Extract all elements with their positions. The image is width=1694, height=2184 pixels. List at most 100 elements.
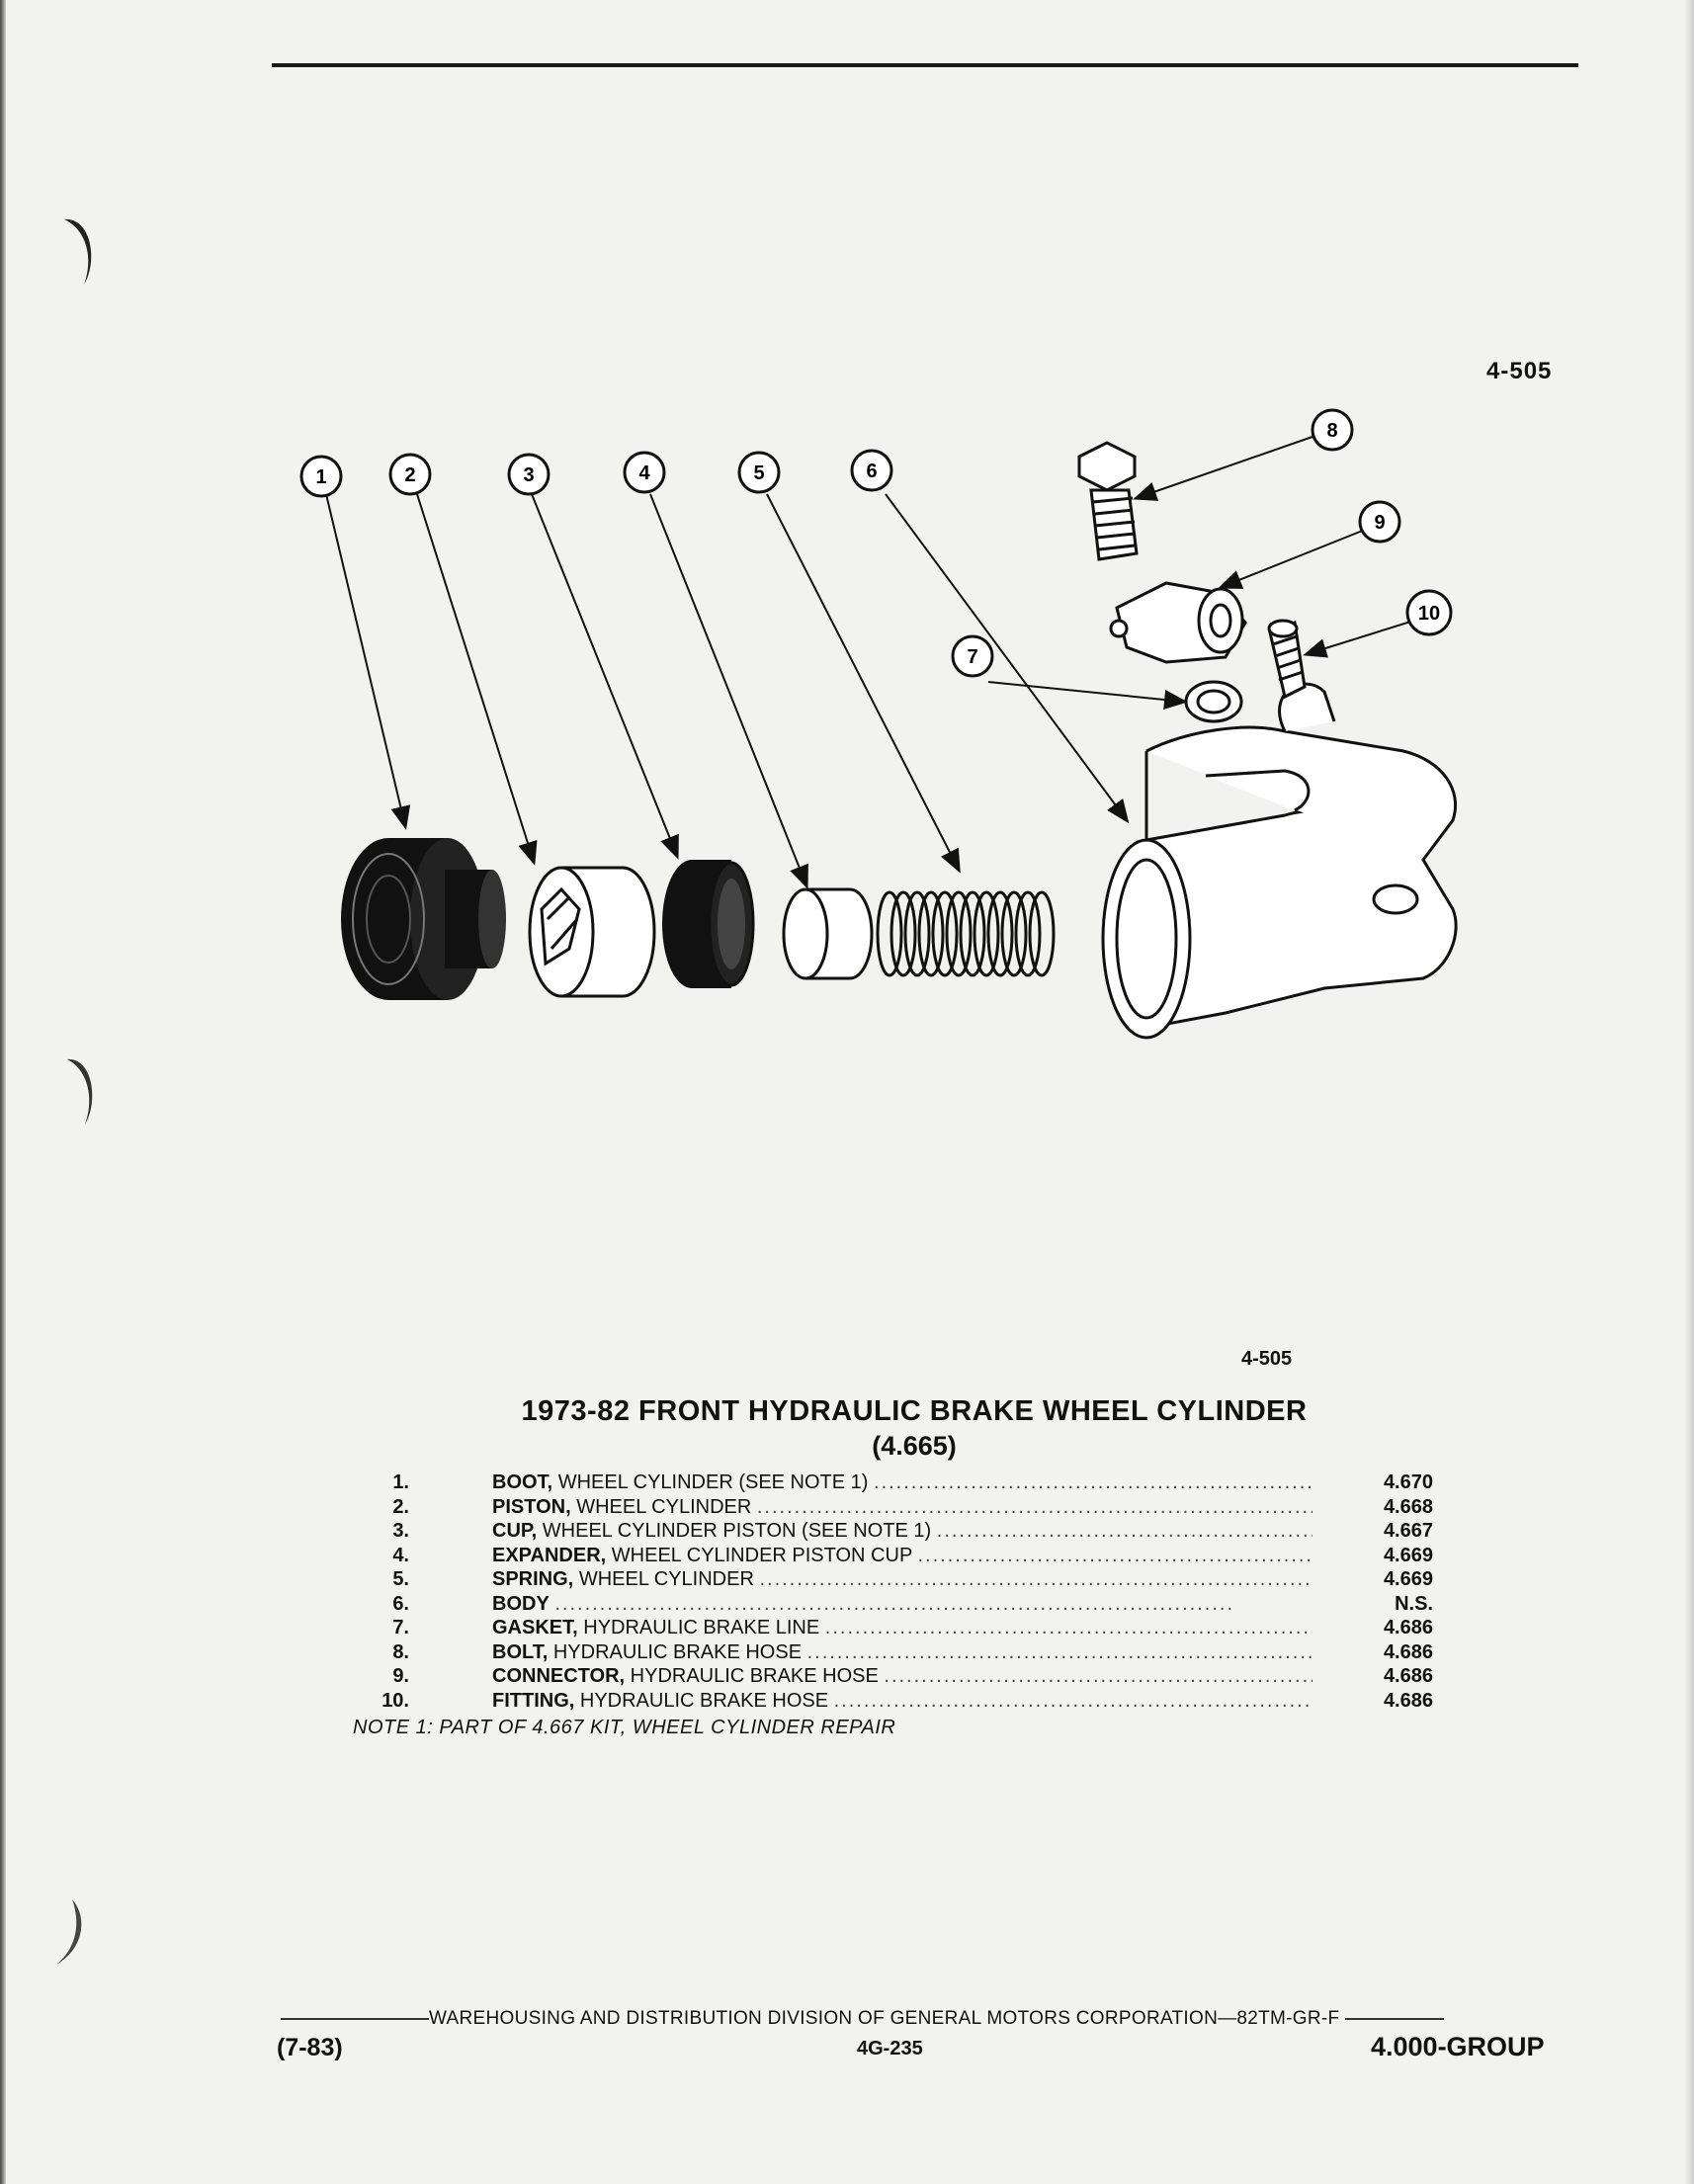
part-name: EXPANDER, — [492, 1544, 607, 1566]
svg-text:9: 9 — [1374, 512, 1385, 534]
binder-hole — [67, 1058, 93, 1125]
part-description: SPRING, WHEEL CYLINDER .................… — [492, 1568, 1313, 1590]
callout-5: 5 — [737, 451, 781, 494]
part-expander — [782, 887, 874, 980]
part-description: BOOT, WHEEL CYLINDER (SEE NOTE 1) ......… — [492, 1471, 1313, 1493]
footer-date: (7-83) — [277, 2034, 343, 2061]
callout-9: 9 — [1358, 500, 1401, 544]
part-code: 4.670 — [1383, 1471, 1433, 1493]
header-rule — [272, 63, 1578, 67]
part-name: GASKET, — [492, 1617, 578, 1638]
svg-text:10: 10 — [1418, 603, 1440, 625]
part-desc-text: WHEEL CYLINDER PISTON CUP — [611, 1544, 912, 1566]
part-name: PISTON, — [492, 1495, 571, 1518]
binder-hole — [64, 218, 92, 285]
part-description: BODY ...................................… — [492, 1592, 1235, 1615]
part-code: 4.686 — [1383, 1665, 1433, 1687]
part-code: 4.686 — [1383, 1640, 1433, 1663]
footer-page-number: 4G-235 — [857, 2038, 923, 2059]
parts-row: 5. SPRING, WHEEL CYLINDER ..............… — [336, 1567, 1433, 1592]
parts-row: 8. BOLT, HYDRAULIC BRAKE HOSE ..........… — [336, 1640, 1433, 1665]
part-desc-text: HYDRAULIC BRAKE HOSE — [630, 1665, 879, 1687]
part-name: SPRING, — [492, 1568, 574, 1590]
part-description: CONNECTOR, HYDRAULIC BRAKE HOSE ........… — [492, 1665, 1313, 1687]
part-number: 7. — [392, 1617, 409, 1638]
binder-hole — [56, 1899, 82, 1965]
footer-group: 4.000-GROUP — [1371, 2032, 1545, 2061]
svg-text:4: 4 — [638, 462, 650, 484]
part-bolt — [1077, 441, 1139, 561]
part-name: BODY — [492, 1592, 550, 1615]
part-desc-text: HYDRAULIC BRAKE HOSE — [552, 1640, 803, 1663]
callout-8: 8 — [1311, 408, 1354, 452]
parts-row: 6. BODY ................................… — [336, 1592, 1433, 1617]
figure-ref-top: 4-505 — [1486, 358, 1553, 384]
svg-text:7: 7 — [967, 646, 977, 668]
parts-row: 10. FITTING, HYDRAULIC BRAKE HOSE ......… — [336, 1689, 1433, 1714]
footer-dash-right — [1345, 2017, 1445, 2020]
repair-kit-note: NOTE 1: PART OF 4.667 KIT, WHEEL CYLINDE… — [353, 1717, 896, 1738]
part-piston — [528, 866, 656, 998]
part-name: BOLT, — [492, 1640, 549, 1663]
part-body — [1101, 682, 1458, 1040]
parts-row: 1. BOOT, WHEEL CYLINDER (SEE NOTE 1) ...… — [336, 1470, 1433, 1495]
svg-text:8: 8 — [1326, 420, 1337, 442]
part-desc-text: WHEEL CYLINDER (SEE NOTE 1) — [557, 1471, 869, 1493]
callout-10: 10 — [1405, 589, 1453, 636]
callout-4: 4 — [623, 451, 666, 494]
part-code: 4.668 — [1383, 1495, 1433, 1518]
part-code: 4.686 — [1383, 1617, 1433, 1638]
part-gasket — [1184, 680, 1243, 723]
part-boot — [341, 838, 506, 1000]
part-spring — [876, 890, 1056, 977]
part-number: 3. — [392, 1520, 409, 1542]
part-number: 8. — [392, 1640, 409, 1663]
part-description: BOLT, HYDRAULIC BRAKE HOSE .............… — [492, 1640, 1313, 1663]
part-number: 6. — [392, 1592, 409, 1615]
callout-7: 7 — [951, 634, 994, 678]
part-code: 4.686 — [1383, 1689, 1433, 1712]
figure-ref-caption: 4-505 — [1241, 1348, 1293, 1370]
parts-row: 4. EXPANDER, WHEEL CYLINDER PISTON CUP .… — [336, 1544, 1433, 1568]
part-description: FITTING, HYDRAULIC BRAKE HOSE ..........… — [492, 1689, 1313, 1712]
callout-3: 3 — [507, 453, 551, 496]
parts-row: 7. GASKET, HYDRAULIC BRAKE LINE ........… — [336, 1616, 1433, 1640]
part-desc-text: WHEEL CYLINDER PISTON (SEE NOTE 1) — [542, 1520, 932, 1542]
exploded-parts-illustration: 1 2 3 4 5 6 7 8 9 10 — [299, 408, 1458, 1040]
part-desc-text: HYDRAULIC BRAKE LINE — [583, 1617, 820, 1638]
leader-lines — [325, 429, 1424, 889]
part-number: 1. — [392, 1471, 409, 1493]
svg-text:2: 2 — [404, 464, 415, 486]
parts-list: 1. BOOT, WHEEL CYLINDER (SEE NOTE 1) ...… — [336, 1470, 1433, 1713]
svg-text:3: 3 — [523, 464, 534, 486]
part-description: CUP, WHEEL CYLINDER PISTON (SEE NOTE 1) … — [492, 1520, 1313, 1542]
parts-row: 3. CUP, WHEEL CYLINDER PISTON (SEE NOTE … — [336, 1519, 1433, 1544]
parts-row: 9. CONNECTOR, HYDRAULIC BRAKE HOSE .....… — [336, 1664, 1433, 1689]
page-edge-shadow — [0, 0, 6, 2184]
svg-text:5: 5 — [753, 462, 764, 484]
footer-publisher-line: WAREHOUSING AND DISTRIBUTION DIVISION OF… — [281, 2008, 1542, 2030]
part-name: CUP, — [492, 1520, 538, 1542]
part-connector — [1109, 581, 1247, 664]
part-code: 4.669 — [1383, 1568, 1433, 1590]
parts-row: 2. PISTON, WHEEL CYLINDER ..............… — [336, 1495, 1433, 1520]
part-desc-text: WHEEL CYLINDER — [576, 1495, 752, 1518]
part-description: PISTON, WHEEL CYLINDER .................… — [492, 1495, 1313, 1518]
part-desc-text: HYDRAULIC BRAKE HOSE — [579, 1689, 829, 1712]
callout-2: 2 — [388, 453, 432, 496]
part-number: 2. — [392, 1495, 409, 1518]
svg-text:6: 6 — [866, 461, 877, 482]
footer-publisher: WAREHOUSING AND DISTRIBUTION DIVISION OF… — [429, 2008, 1340, 2029]
part-number: 4. — [392, 1544, 409, 1566]
part-number: 10. — [381, 1689, 409, 1712]
part-name: FITTING, — [492, 1689, 575, 1712]
svg-text:1: 1 — [315, 466, 326, 488]
callout-1: 1 — [299, 455, 343, 498]
callout-6: 6 — [850, 449, 893, 492]
figure-subtitle: (4.665) — [872, 1431, 957, 1461]
part-name: BOOT, — [492, 1471, 553, 1493]
part-desc-text: WHEEL CYLINDER — [578, 1568, 754, 1590]
part-code: 4.669 — [1383, 1544, 1433, 1566]
part-code: 4.667 — [1383, 1520, 1433, 1542]
part-description: EXPANDER, WHEEL CYLINDER PISTON CUP ....… — [492, 1544, 1313, 1566]
